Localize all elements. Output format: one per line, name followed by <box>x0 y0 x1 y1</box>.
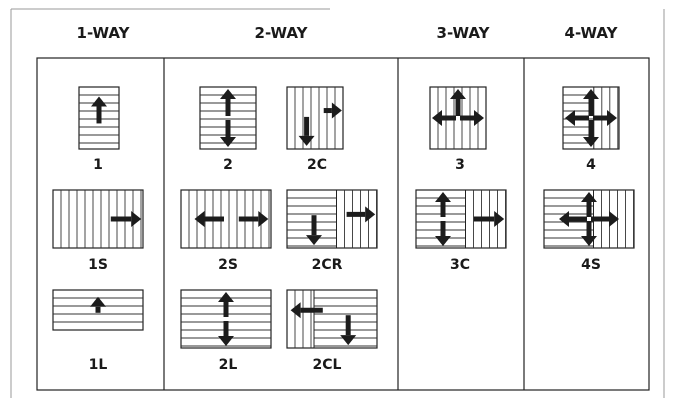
arrow-up-stem <box>96 106 102 124</box>
diffuser-panel-2s <box>180 189 272 249</box>
arrow-down-stem <box>223 321 229 336</box>
arrow-left-stem <box>442 115 456 121</box>
arrow-down-stem <box>311 215 317 236</box>
arrow-up-head <box>218 292 234 302</box>
arrow-up-stem <box>223 302 229 317</box>
panel-label-1l: 1L <box>88 357 108 373</box>
arrow-right-head <box>365 206 376 223</box>
arrow-right-head <box>258 211 269 227</box>
diffuser-panel-3c <box>415 189 507 249</box>
arrow-down-stem <box>345 315 351 336</box>
arrow-right-stem <box>238 216 259 222</box>
diffuser-panel-4s <box>543 189 635 249</box>
arrow-down-head <box>435 236 451 246</box>
arrow-right-stem <box>346 211 366 217</box>
panel-label-1: 1 <box>93 157 103 173</box>
arrow-down-stem <box>588 120 594 137</box>
arrow-left-stem <box>569 216 587 222</box>
panel-label-2: 2 <box>223 157 233 173</box>
arrow-left-head <box>565 110 575 126</box>
diffuser-panel-1s <box>52 189 144 249</box>
arrow-down-head <box>220 137 236 147</box>
diffuser-panel-4 <box>562 86 620 150</box>
arrow-down-stem <box>304 116 310 136</box>
column-header-1-way: 1-WAY <box>76 24 130 42</box>
arrow-up-stem <box>225 99 231 116</box>
arrow-right-stem <box>323 108 332 114</box>
arrow-right-head <box>131 211 142 227</box>
arrow-left-head <box>432 110 442 126</box>
arrow-right-head <box>607 110 617 126</box>
diffuser-panel-2cl <box>286 289 378 349</box>
arrow-right-stem <box>110 216 132 222</box>
arrow-down-stem <box>440 221 446 236</box>
arrow-up-head <box>91 96 107 107</box>
arrow-right-head <box>494 211 505 227</box>
panel-label-2cl: 2CL <box>312 357 342 373</box>
diffuser-panel-3 <box>429 86 487 150</box>
diffuser-panel-2l <box>180 289 272 349</box>
arrow-down-head <box>583 137 599 147</box>
arrow-right-stem <box>591 216 609 222</box>
diffuser-panel-1 <box>78 86 120 150</box>
arrow-up-stem <box>455 99 461 116</box>
column-header-3-way: 3-WAY <box>436 24 490 42</box>
arrow-down-head <box>340 335 357 346</box>
arrow-left-head <box>290 302 301 319</box>
panel-label-2l: 2L <box>218 357 238 373</box>
arrow-up-stem <box>586 202 592 217</box>
arrow-up-head <box>450 89 466 99</box>
arrow-up-head <box>581 192 597 202</box>
diffuser-panel-1l <box>52 289 144 331</box>
column-header-4-way: 4-WAY <box>564 24 618 42</box>
arrow-right-stem <box>473 216 495 222</box>
panel-label-2c: 2C <box>306 157 327 173</box>
arrow-left-head <box>194 211 205 227</box>
arrow-down-head <box>306 235 322 246</box>
arrow-down-stem <box>586 221 592 236</box>
arrow-right-stem <box>593 115 607 121</box>
panel-label-1s: 1S <box>88 257 108 273</box>
panel-label-4: 4 <box>586 157 596 173</box>
arrow-up-stem <box>588 99 594 116</box>
panel-label-2cr: 2CR <box>311 257 343 273</box>
arrow-right-head <box>331 102 342 119</box>
arrow-left-stem <box>575 115 589 121</box>
diffuser-panel-2c <box>286 86 344 150</box>
arrow-left-stem <box>300 307 323 313</box>
panel-label-3: 3 <box>455 157 465 173</box>
arrow-down-head <box>581 236 597 246</box>
arrow-up-stem <box>95 306 101 313</box>
arrow-right-head <box>609 211 619 227</box>
column-header-2-way: 2-WAY <box>254 24 308 42</box>
arrow-up-head <box>90 296 106 307</box>
arrow-up-head <box>583 89 599 99</box>
diffuser-panel-2 <box>199 86 257 150</box>
arrow-down-head <box>298 135 315 146</box>
arrow-up-stem <box>440 202 446 217</box>
arrow-down-stem <box>225 120 231 137</box>
arrow-right-head <box>474 110 484 126</box>
panel-label-2s: 2S <box>218 257 238 273</box>
arrow-down-head <box>218 336 234 346</box>
panel-label-4s: 4S <box>581 257 601 273</box>
arrow-left-stem <box>204 216 224 222</box>
arrow-up-head <box>220 89 236 99</box>
arrow-up-head <box>435 192 451 202</box>
diffuser-panel-2cr <box>286 189 378 249</box>
arrow-left-head <box>559 211 569 227</box>
panel-label-3c: 3C <box>449 257 470 273</box>
arrow-right-stem <box>460 115 474 121</box>
